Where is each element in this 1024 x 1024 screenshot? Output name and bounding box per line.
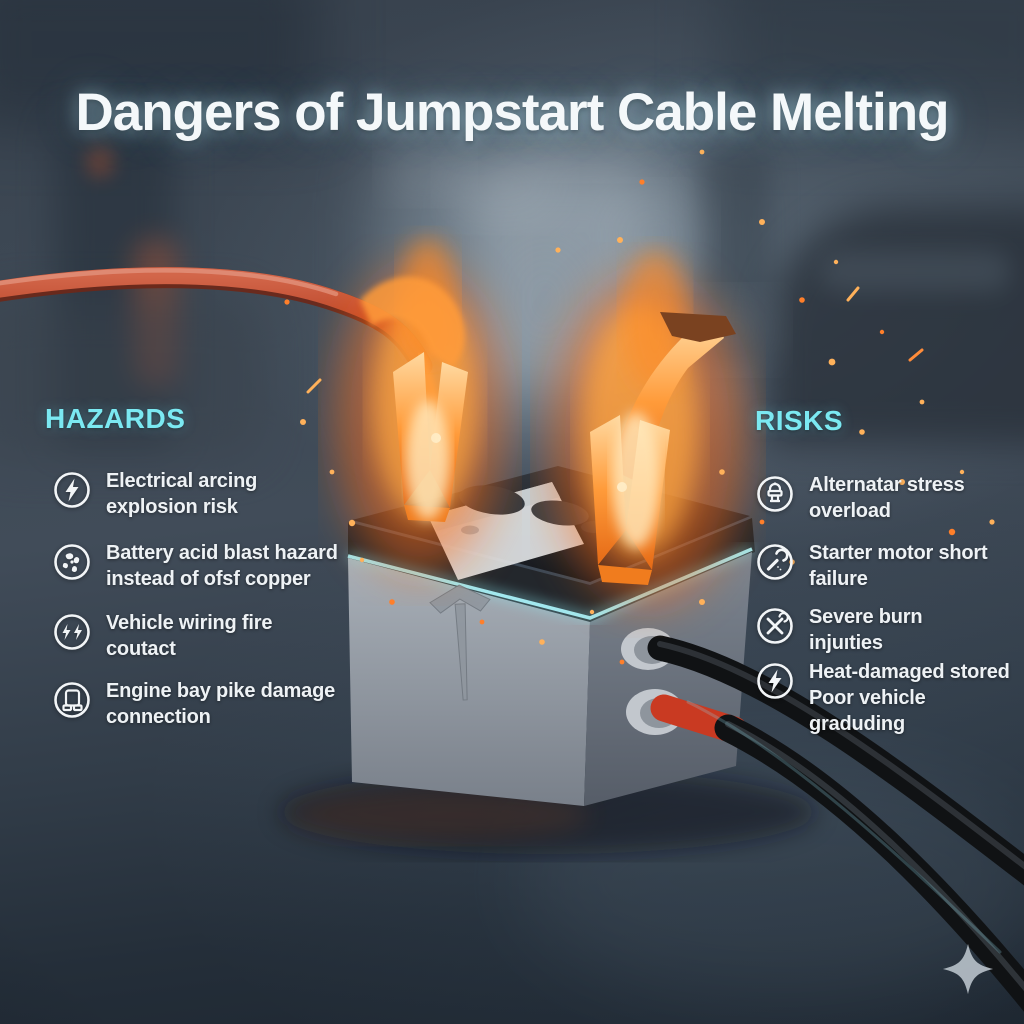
hazards-heading: HAZARDS — [45, 403, 186, 434]
background-ceiling-shadow — [0, 0, 320, 130]
smoke-wisps — [381, 104, 783, 370]
burning-cable-arc — [360, 276, 465, 368]
background-ceiling-shadow-right — [720, 0, 1024, 130]
box-right-face — [584, 552, 752, 806]
right-burning-clamp — [550, 250, 746, 605]
burnt-clamp-tip — [660, 312, 736, 342]
black-output-cables — [647, 635, 1024, 1012]
lightning-bolt-icon — [52, 470, 92, 510]
sparkle-icon — [941, 942, 995, 996]
box-front-face — [348, 558, 590, 806]
background-workbench — [0, 300, 260, 460]
background-car-silhouette — [768, 206, 1024, 446]
lightning-bolt-icon — [755, 661, 795, 701]
crossed-tools-icon — [755, 606, 795, 646]
background-car-windshield — [820, 250, 1010, 292]
double-lightning-icon — [52, 612, 92, 652]
fire-floor-reflection — [290, 789, 590, 841]
acid-splash-icon — [52, 542, 92, 582]
tesla-logo — [429, 584, 491, 701]
left-burning-clamp — [335, 238, 505, 575]
spark-plug-icon — [755, 474, 795, 514]
risks-heading: RISKS — [755, 405, 844, 436]
page-title: Dangers of Jumpstart Cable Melting — [75, 83, 949, 142]
engine-bay-device-icon — [52, 680, 92, 720]
sparks — [284, 149, 995, 665]
wrench-icon — [755, 542, 795, 582]
background-orange-object-small — [86, 146, 114, 178]
